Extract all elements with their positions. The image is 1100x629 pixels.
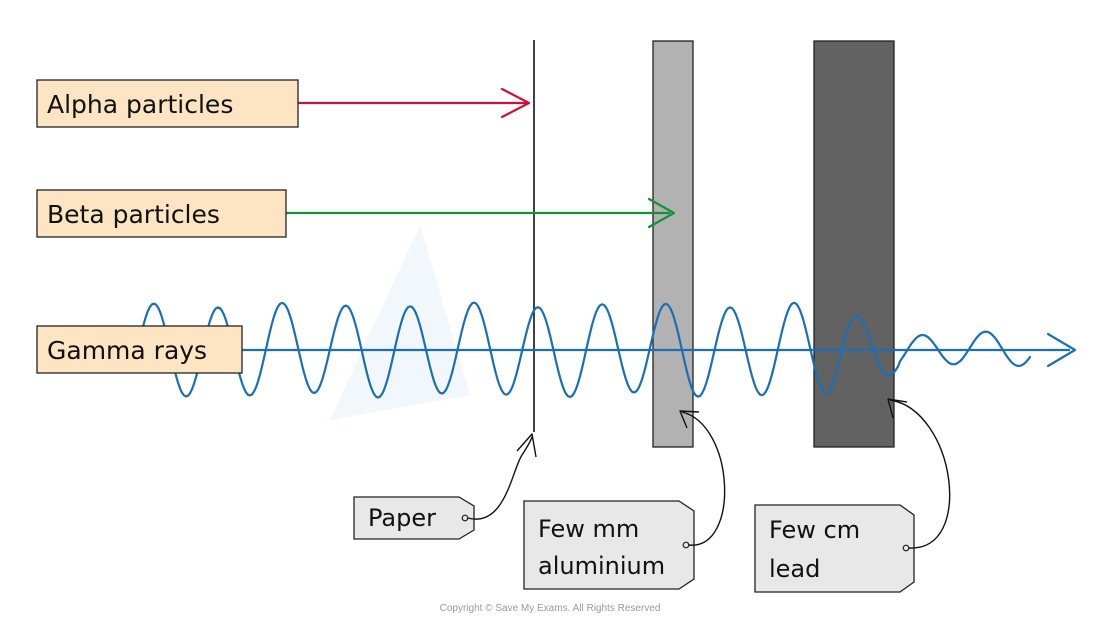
paper-pointer <box>467 436 533 520</box>
svg-text:Alpha particles: Alpha particles <box>47 90 233 119</box>
svg-text:Beta particles: Beta particles <box>47 200 220 229</box>
watermark <box>330 225 470 420</box>
alpha-label: Alpha particles <box>36 79 299 128</box>
copyright-notice: Copyright © Save My Exams. All Rights Re… <box>439 603 661 614</box>
beta-ray <box>286 197 676 229</box>
aluminium-sheet <box>652 40 694 448</box>
lead-sheet <box>813 40 895 448</box>
svg-text:lead: lead <box>769 555 820 583</box>
svg-text:Few cm: Few cm <box>769 516 860 544</box>
svg-text:Few mm: Few mm <box>538 515 639 543</box>
lead-tag: Few cm lead <box>754 398 951 593</box>
gamma-ray <box>120 301 1077 399</box>
lead-pointer <box>889 399 951 549</box>
svg-text:aluminium: aluminium <box>538 552 665 580</box>
svg-text:Gamma rays: Gamma rays <box>47 336 207 365</box>
svg-text:Paper: Paper <box>368 504 436 532</box>
gamma-label: Gamma rays <box>36 325 243 374</box>
paper-tag: Paper <box>353 433 537 540</box>
beta-label: Beta particles <box>36 189 287 238</box>
aluminium-pointer <box>681 411 726 546</box>
aluminium-tag: Few mm aluminium <box>523 410 726 590</box>
alpha-ray <box>298 87 531 119</box>
